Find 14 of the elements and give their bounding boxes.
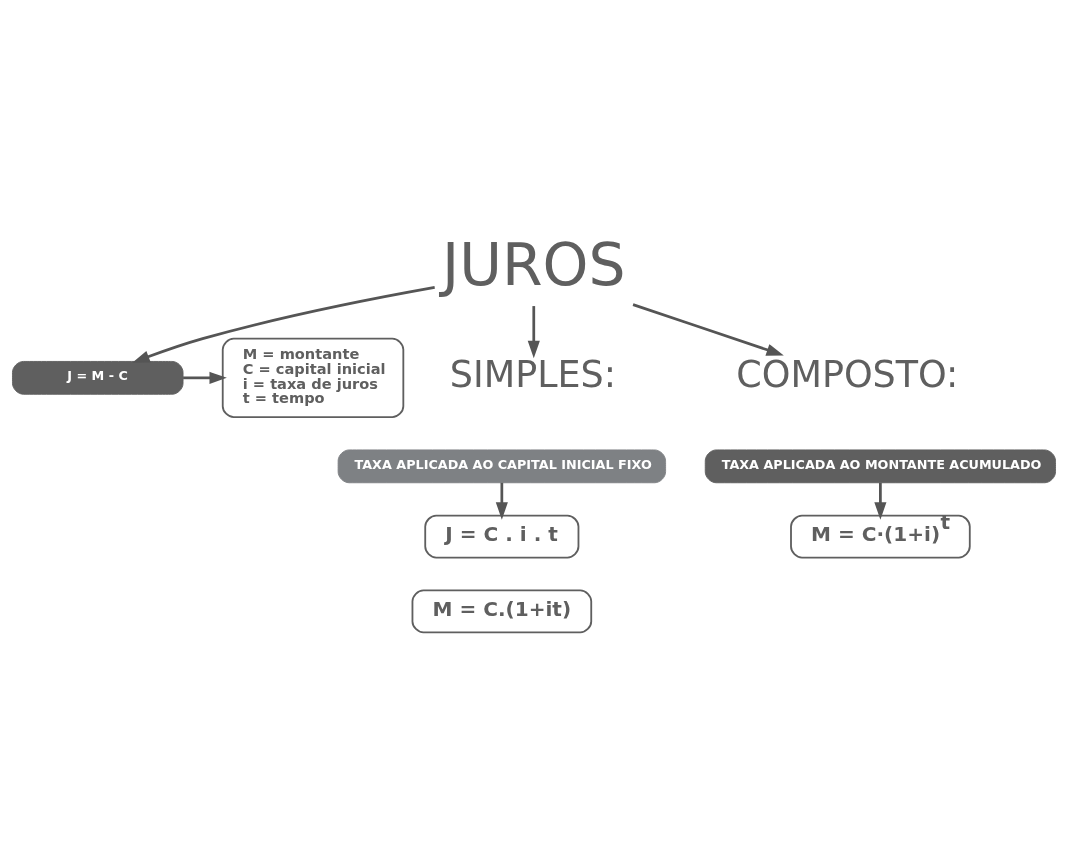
arrow — [495, 482, 508, 520]
node-box: TAXA APLICADA AO MONTANTE ACUMULADO — [704, 448, 1056, 483]
arrow — [632, 302, 784, 356]
arrow — [132, 285, 435, 363]
node-box: TAXA APLICADA AO CAPITAL INICIAL FIXO — [337, 448, 667, 483]
node-box: M = C.(1+it) — [411, 589, 593, 633]
node-box: M = montante C = capital inicial i = taxa de juros t = tempo — [221, 337, 405, 418]
arrow — [874, 482, 887, 520]
node-box: J = M - C — [12, 360, 184, 395]
node-box: J = C . i . t — [424, 514, 580, 558]
node-text: COMPOSTO: — [736, 352, 959, 396]
arrow — [183, 371, 227, 384]
arrow — [527, 305, 540, 358]
node-text: SIMPLES: — [449, 352, 617, 396]
